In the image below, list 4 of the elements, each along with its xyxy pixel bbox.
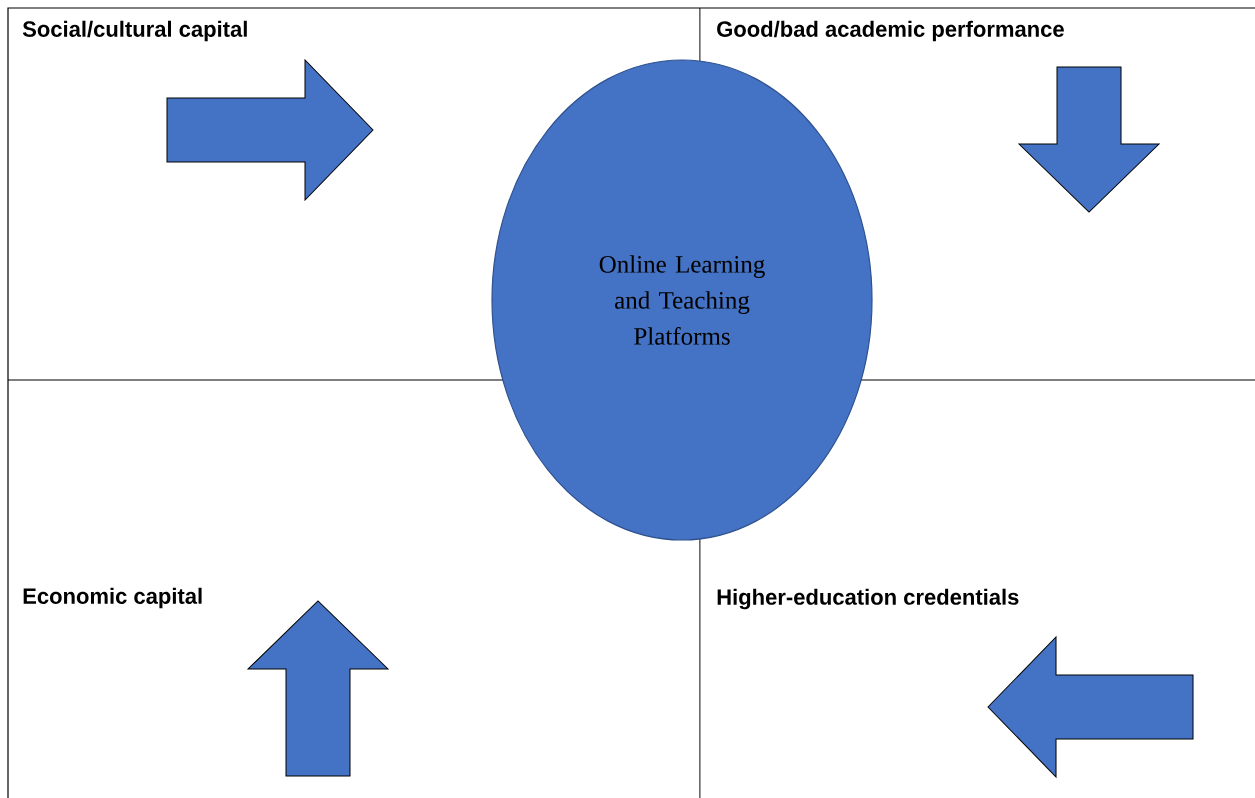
heading: Good/bad academic performance xyxy=(717,20,1064,42)
heading: Higher-education credentials xyxy=(717,588,1019,610)
heading: Social/cultural capital xyxy=(22,20,247,42)
heading: Economic capital xyxy=(23,587,202,609)
